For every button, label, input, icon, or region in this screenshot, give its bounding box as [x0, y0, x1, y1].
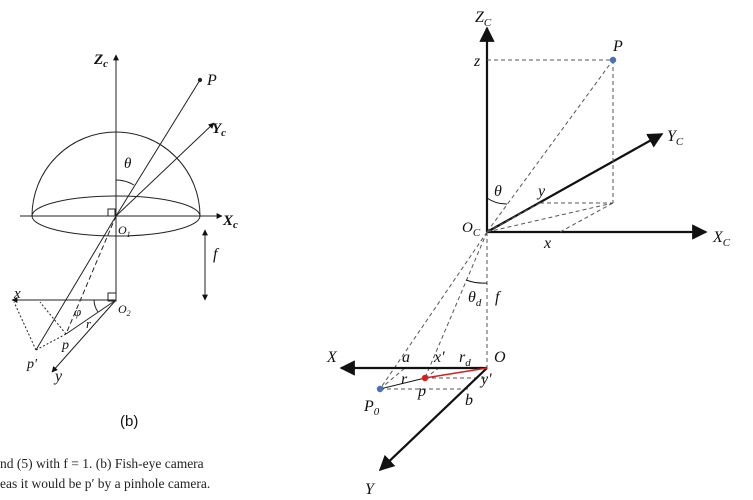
left-label-x: x — [13, 286, 21, 302]
right-label-p0: P0 — [363, 398, 380, 418]
left-labels: Zc P Yc θ Xc O1 f x O2 φ r p p' y — [13, 52, 238, 385]
left-right-angle-o1 — [107, 208, 116, 217]
right-label-r: r — [401, 371, 408, 388]
right-label-o: O — [494, 349, 506, 366]
right-label-p: P — [612, 38, 623, 55]
right-label-p-small: p — [417, 383, 426, 400]
right-label-z: z — [473, 53, 481, 70]
left-r-line — [65, 299, 117, 335]
right-rd-line — [424, 367, 488, 379]
left-label-xc: Xc — [222, 213, 238, 231]
right-point-p — [609, 56, 617, 64]
left-label-zc: Zc — [93, 52, 108, 70]
right-label-y: y — [536, 183, 546, 200]
right-point-p0 — [376, 385, 384, 393]
left-diagram — [11, 54, 223, 373]
left-dashed-ray-p — [65, 215, 117, 335]
left-yc-axis — [115, 122, 215, 217]
left-dotted-pprime-to-x — [13, 301, 37, 351]
right-label-f: f — [495, 289, 502, 306]
right-theta-d-arc — [465, 279, 488, 284]
right-labels: ZC z P YC θ y OC x XC θd f X a x' rd O r… — [326, 9, 731, 498]
right-image-y-axis — [378, 367, 488, 472]
right-theta-arc — [486, 197, 508, 205]
right-label-rd: rd — [459, 349, 471, 369]
right-label-y-img: Y — [365, 481, 376, 498]
right-label-zc: ZC — [475, 9, 492, 29]
right-label-theta: θ — [494, 183, 502, 200]
left-label-phi: φ — [74, 304, 81, 319]
left-label-f: f — [213, 246, 220, 263]
left-dotted-p-to-pprime — [35, 333, 67, 351]
right-yc-axis — [486, 133, 664, 233]
right-diagram — [339, 26, 708, 472]
left-point-p — [197, 77, 203, 83]
left-label-y: y — [53, 368, 63, 385]
left-label-p: P — [206, 72, 217, 89]
panel-label-b: (b) — [120, 413, 139, 430]
left-label-r: r — [86, 316, 92, 331]
right-label-y-prime: y' — [479, 371, 492, 388]
right-label-x-prime: x' — [433, 349, 445, 366]
right-dashed-box — [379, 59, 614, 390]
right-label-xc: XC — [712, 229, 731, 249]
left-phi-arc — [93, 299, 99, 313]
right-label-theta-d: θd — [468, 289, 482, 309]
right-point-p-small — [421, 374, 429, 382]
right-label-x-img: X — [326, 349, 338, 366]
left-ray-continuation — [35, 215, 117, 351]
left-dotted-p-to-x — [39, 301, 67, 335]
right-label-a: a — [402, 349, 410, 366]
left-label-o1: O1 — [118, 223, 131, 239]
left-right-angle-o2 — [107, 292, 117, 302]
left-label-o2: O2 — [118, 302, 131, 318]
right-label-yc: YC — [667, 128, 684, 148]
caption-line-1: nd (5) with f = 1. (b) Fish-eye camera — [0, 456, 204, 471]
right-label-x: x — [543, 235, 551, 252]
left-ray-to-p — [115, 79, 201, 217]
left-theta-arc — [115, 179, 135, 186]
left-label-yc: Yc — [212, 121, 226, 139]
caption-line-2: eas it would be p′ by a pinhole camera. — [0, 476, 211, 491]
left-label-p-prime: p' — [26, 357, 38, 372]
left-label-theta: θ — [124, 156, 132, 172]
left-label-p-small: p — [61, 338, 69, 353]
right-label-b: b — [465, 392, 473, 409]
right-label-oc: OC — [462, 220, 481, 239]
right-r-line — [379, 377, 426, 390]
left-y-axis — [51, 299, 117, 373]
